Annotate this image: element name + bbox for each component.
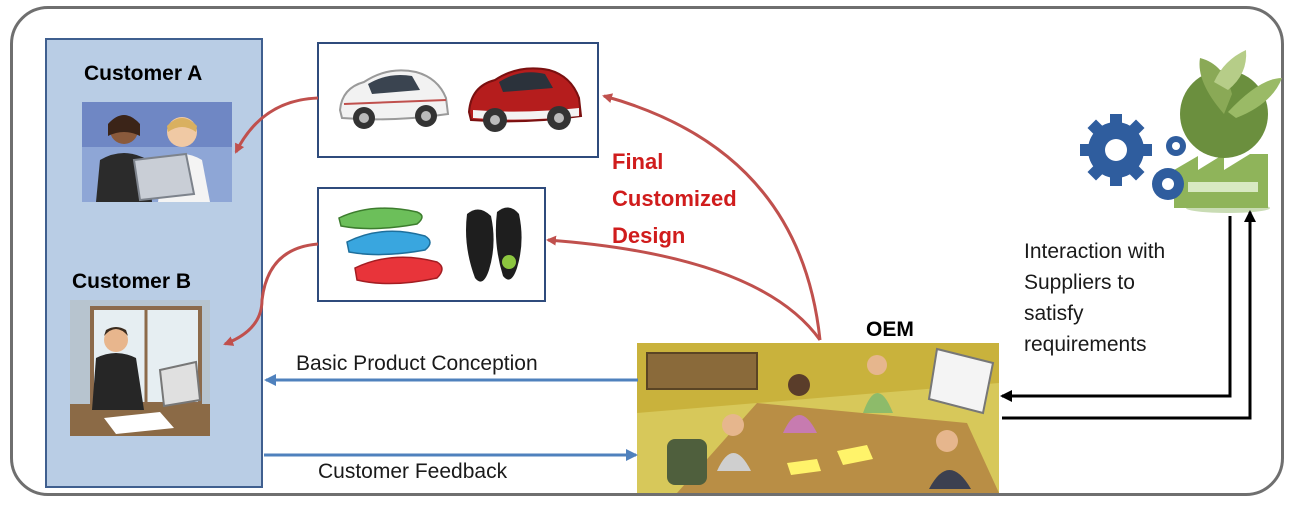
- oem-label: OEM: [866, 318, 914, 341]
- conception-label: Basic Product Conception: [296, 352, 538, 375]
- customer-b-image: [70, 300, 210, 436]
- supplier-text-line-1: Interaction with: [1024, 240, 1166, 263]
- supplier-factory-icon: [1080, 50, 1282, 213]
- supplier-text-line-3: satisfy: [1024, 302, 1084, 325]
- arrow-cars-to-customer-a: [234, 96, 319, 154]
- car-white-image: [338, 69, 450, 129]
- customer-a-label: Customer A: [84, 62, 203, 85]
- feedback-label: Customer Feedback: [318, 460, 508, 483]
- oem-meeting-image: [637, 343, 999, 493]
- supplier-text-line-2: Suppliers to: [1024, 271, 1135, 294]
- arrow-oem-to-insoles: [546, 235, 822, 341]
- customer-a-image: [82, 102, 232, 202]
- supplier-text-line-4: requirements: [1024, 333, 1147, 356]
- arrow-supplier-to-oem: [1000, 216, 1232, 402]
- final-design-line-1: Final: [612, 149, 664, 174]
- arrow-oem-to-cars: [602, 93, 822, 341]
- insoles-image: [338, 207, 522, 285]
- final-design-line-2: Customized: [612, 186, 737, 211]
- customer-b-label: Customer B: [72, 270, 192, 293]
- car-red-image: [467, 67, 583, 132]
- arrow-oem-to-supplier: [1002, 210, 1256, 420]
- final-design-line-3: Design: [612, 223, 686, 248]
- arrow-insoles-to-customer-b: [223, 242, 319, 346]
